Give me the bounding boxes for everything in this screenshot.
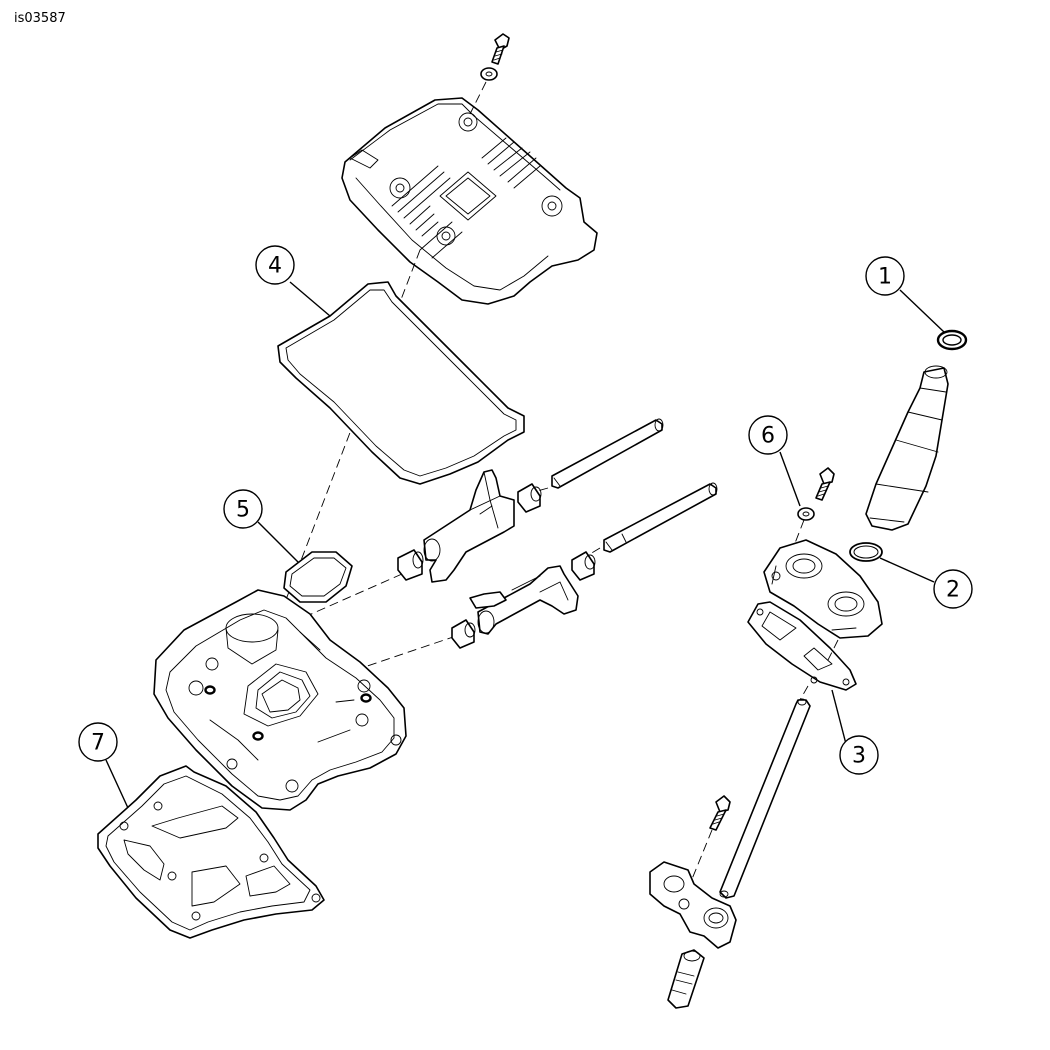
callout-6-label: 6 (761, 424, 775, 449)
housing-gasket (97, 765, 325, 939)
callout-1: 1 (865, 256, 905, 296)
tube-seal-lower (849, 542, 883, 562)
lifter-bolt (689, 795, 731, 885)
callout-4: 4 (255, 245, 295, 285)
figure-id-label: is03587 (14, 11, 66, 26)
breather-gasket (283, 551, 353, 603)
rocker-arm-lower (469, 565, 579, 635)
housing-o-rings (204, 685, 372, 741)
pushrod-cover-tube (865, 365, 949, 531)
rocker-arm-upper (423, 469, 515, 583)
callout-5-label: 5 (236, 498, 250, 523)
tube-seal-upper (936, 329, 968, 351)
callout-3: 3 (839, 735, 879, 775)
cover-gasket (277, 281, 525, 485)
callout-3-label: 3 (852, 744, 866, 769)
callout-5: 5 (223, 489, 263, 529)
callout-6: 6 (748, 415, 788, 455)
pushrod-keeper (763, 539, 883, 639)
push-rod (719, 698, 811, 899)
hydraulic-lifter (667, 949, 705, 1009)
rocker-shaft-upper (551, 418, 664, 489)
callout-4-label: 4 (268, 254, 282, 279)
bushings (397, 483, 596, 649)
lifter-guide-block (649, 861, 737, 949)
rocker-housing (153, 589, 407, 811)
clamp-bolt (789, 467, 835, 557)
callout-7: 7 (78, 722, 118, 762)
cover-bolt (469, 33, 510, 115)
rocker-cover (341, 97, 598, 305)
callout-7-label: 7 (91, 731, 105, 756)
callout-1-label: 1 (878, 265, 892, 290)
callout-2-label: 2 (946, 578, 960, 603)
rocker-shaft-lower (603, 482, 718, 553)
callout-2: 2 (933, 569, 973, 609)
keeper-gasket (747, 601, 857, 691)
